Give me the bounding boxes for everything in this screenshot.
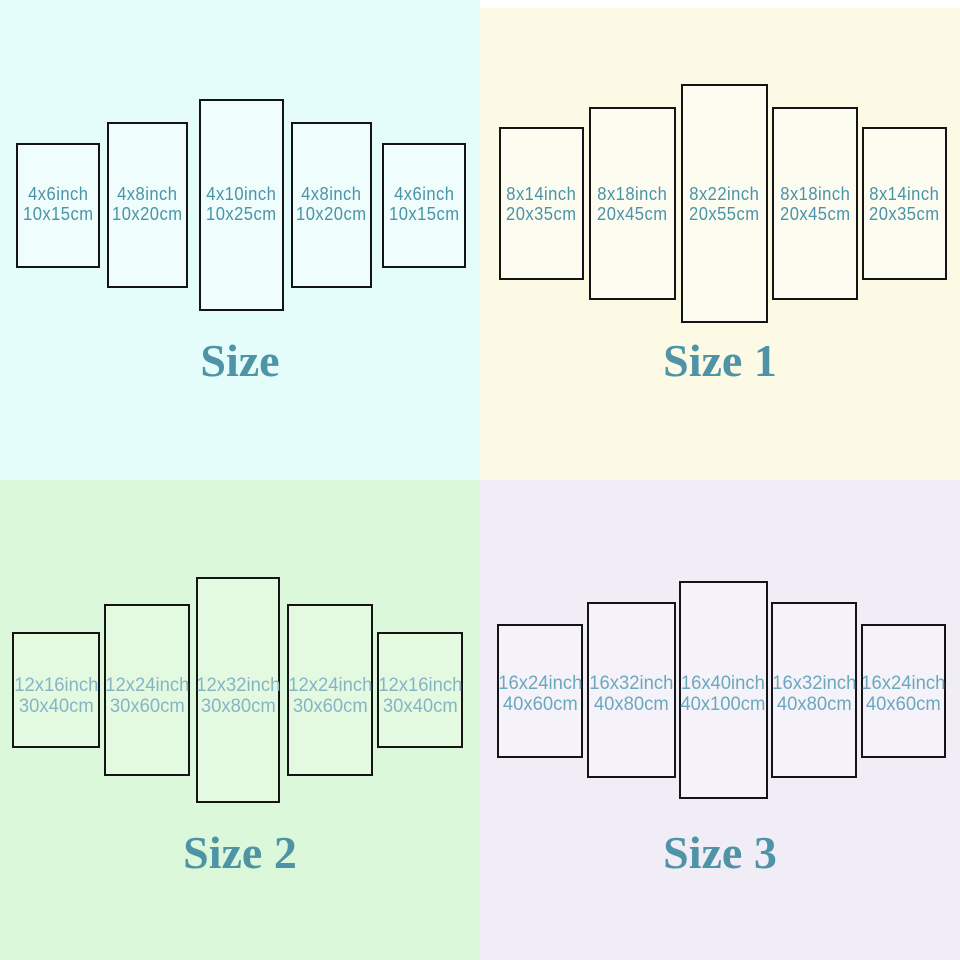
size-inches: 12x32inch (195, 675, 281, 696)
size-inches: 4x8inch (116, 184, 178, 204)
canvas-panel (862, 127, 947, 280)
size-inches: 8x14inch (868, 184, 939, 204)
size-inches: 8x22inch (688, 184, 759, 204)
size-cm: 40x100cm (680, 694, 766, 715)
size-cm: 10x25cm (205, 204, 277, 224)
canvas-panel (16, 143, 100, 268)
canvas-panel (497, 624, 583, 758)
white-edge-strip (480, 0, 960, 8)
size-inches: 12x16inch (377, 675, 463, 696)
size-cm: 30x40cm (382, 696, 458, 717)
size-inches: 8x18inch (779, 184, 850, 204)
canvas-panel (589, 107, 676, 300)
canvas-panel (771, 602, 857, 778)
size-cm: 30x60cm (109, 696, 185, 717)
canvas-panel (291, 122, 372, 288)
size-inches: 8x18inch (596, 184, 667, 204)
size-inches: 12x24inch (287, 675, 373, 696)
canvas-panel (12, 632, 100, 748)
size-inches: 12x24inch (104, 675, 190, 696)
canvas-panel (382, 143, 466, 268)
size-cm: 20x45cm (779, 204, 851, 224)
size-cm: 20x55cm (688, 204, 760, 224)
canvas-panel (287, 604, 373, 776)
quadrant-title: Size 1 (663, 335, 777, 386)
canvas-panel (861, 624, 946, 758)
size-inches: 16x24inch (860, 673, 946, 694)
size-cm: 20x35cm (868, 204, 940, 224)
canvas-panel (107, 122, 188, 288)
size-cm: 30x60cm (292, 696, 368, 717)
size-cm: 10x20cm (111, 204, 183, 224)
size-inches: 16x32inch (588, 673, 674, 694)
size-inches: 16x32inch (771, 673, 857, 694)
size-cm: 30x40cm (18, 696, 94, 717)
size-cm: 30x80cm (200, 696, 276, 717)
size-cm: 10x20cm (295, 204, 367, 224)
size-inches: 4x10inch (205, 184, 276, 204)
size-cm: 20x45cm (596, 204, 668, 224)
canvas-panel (499, 127, 584, 280)
size-inches: 16x24inch (497, 673, 583, 694)
canvas-panel (679, 581, 768, 799)
canvas-panel (377, 632, 463, 748)
size-cm: 40x80cm (776, 694, 852, 715)
size-inches: 4x6inch (27, 184, 89, 204)
quadrant-title: Size 3 (663, 827, 777, 878)
canvas-panel (681, 84, 768, 323)
size-inches: 4x6inch (393, 184, 455, 204)
size-cm: 10x15cm (22, 204, 94, 224)
quadrant-title: Size 2 (183, 827, 297, 878)
size-inches: 12x16inch (13, 675, 99, 696)
canvas-panel (196, 577, 280, 803)
canvas-panel (199, 99, 284, 311)
size-cm: 10x15cm (388, 204, 460, 224)
canvas-panel (587, 602, 676, 778)
canvas-panel (104, 604, 190, 776)
quadrant-title: Size (200, 335, 280, 386)
size-cm: 20x35cm (505, 204, 577, 224)
size-inches: 8x14inch (505, 184, 576, 204)
size-cm: 40x60cm (502, 694, 578, 715)
size-cm: 40x60cm (865, 694, 941, 715)
size-inches: 4x8inch (300, 184, 362, 204)
canvas-panel (772, 107, 858, 300)
size-inches: 16x40inch (680, 673, 765, 694)
size-cm: 40x80cm (593, 694, 669, 715)
